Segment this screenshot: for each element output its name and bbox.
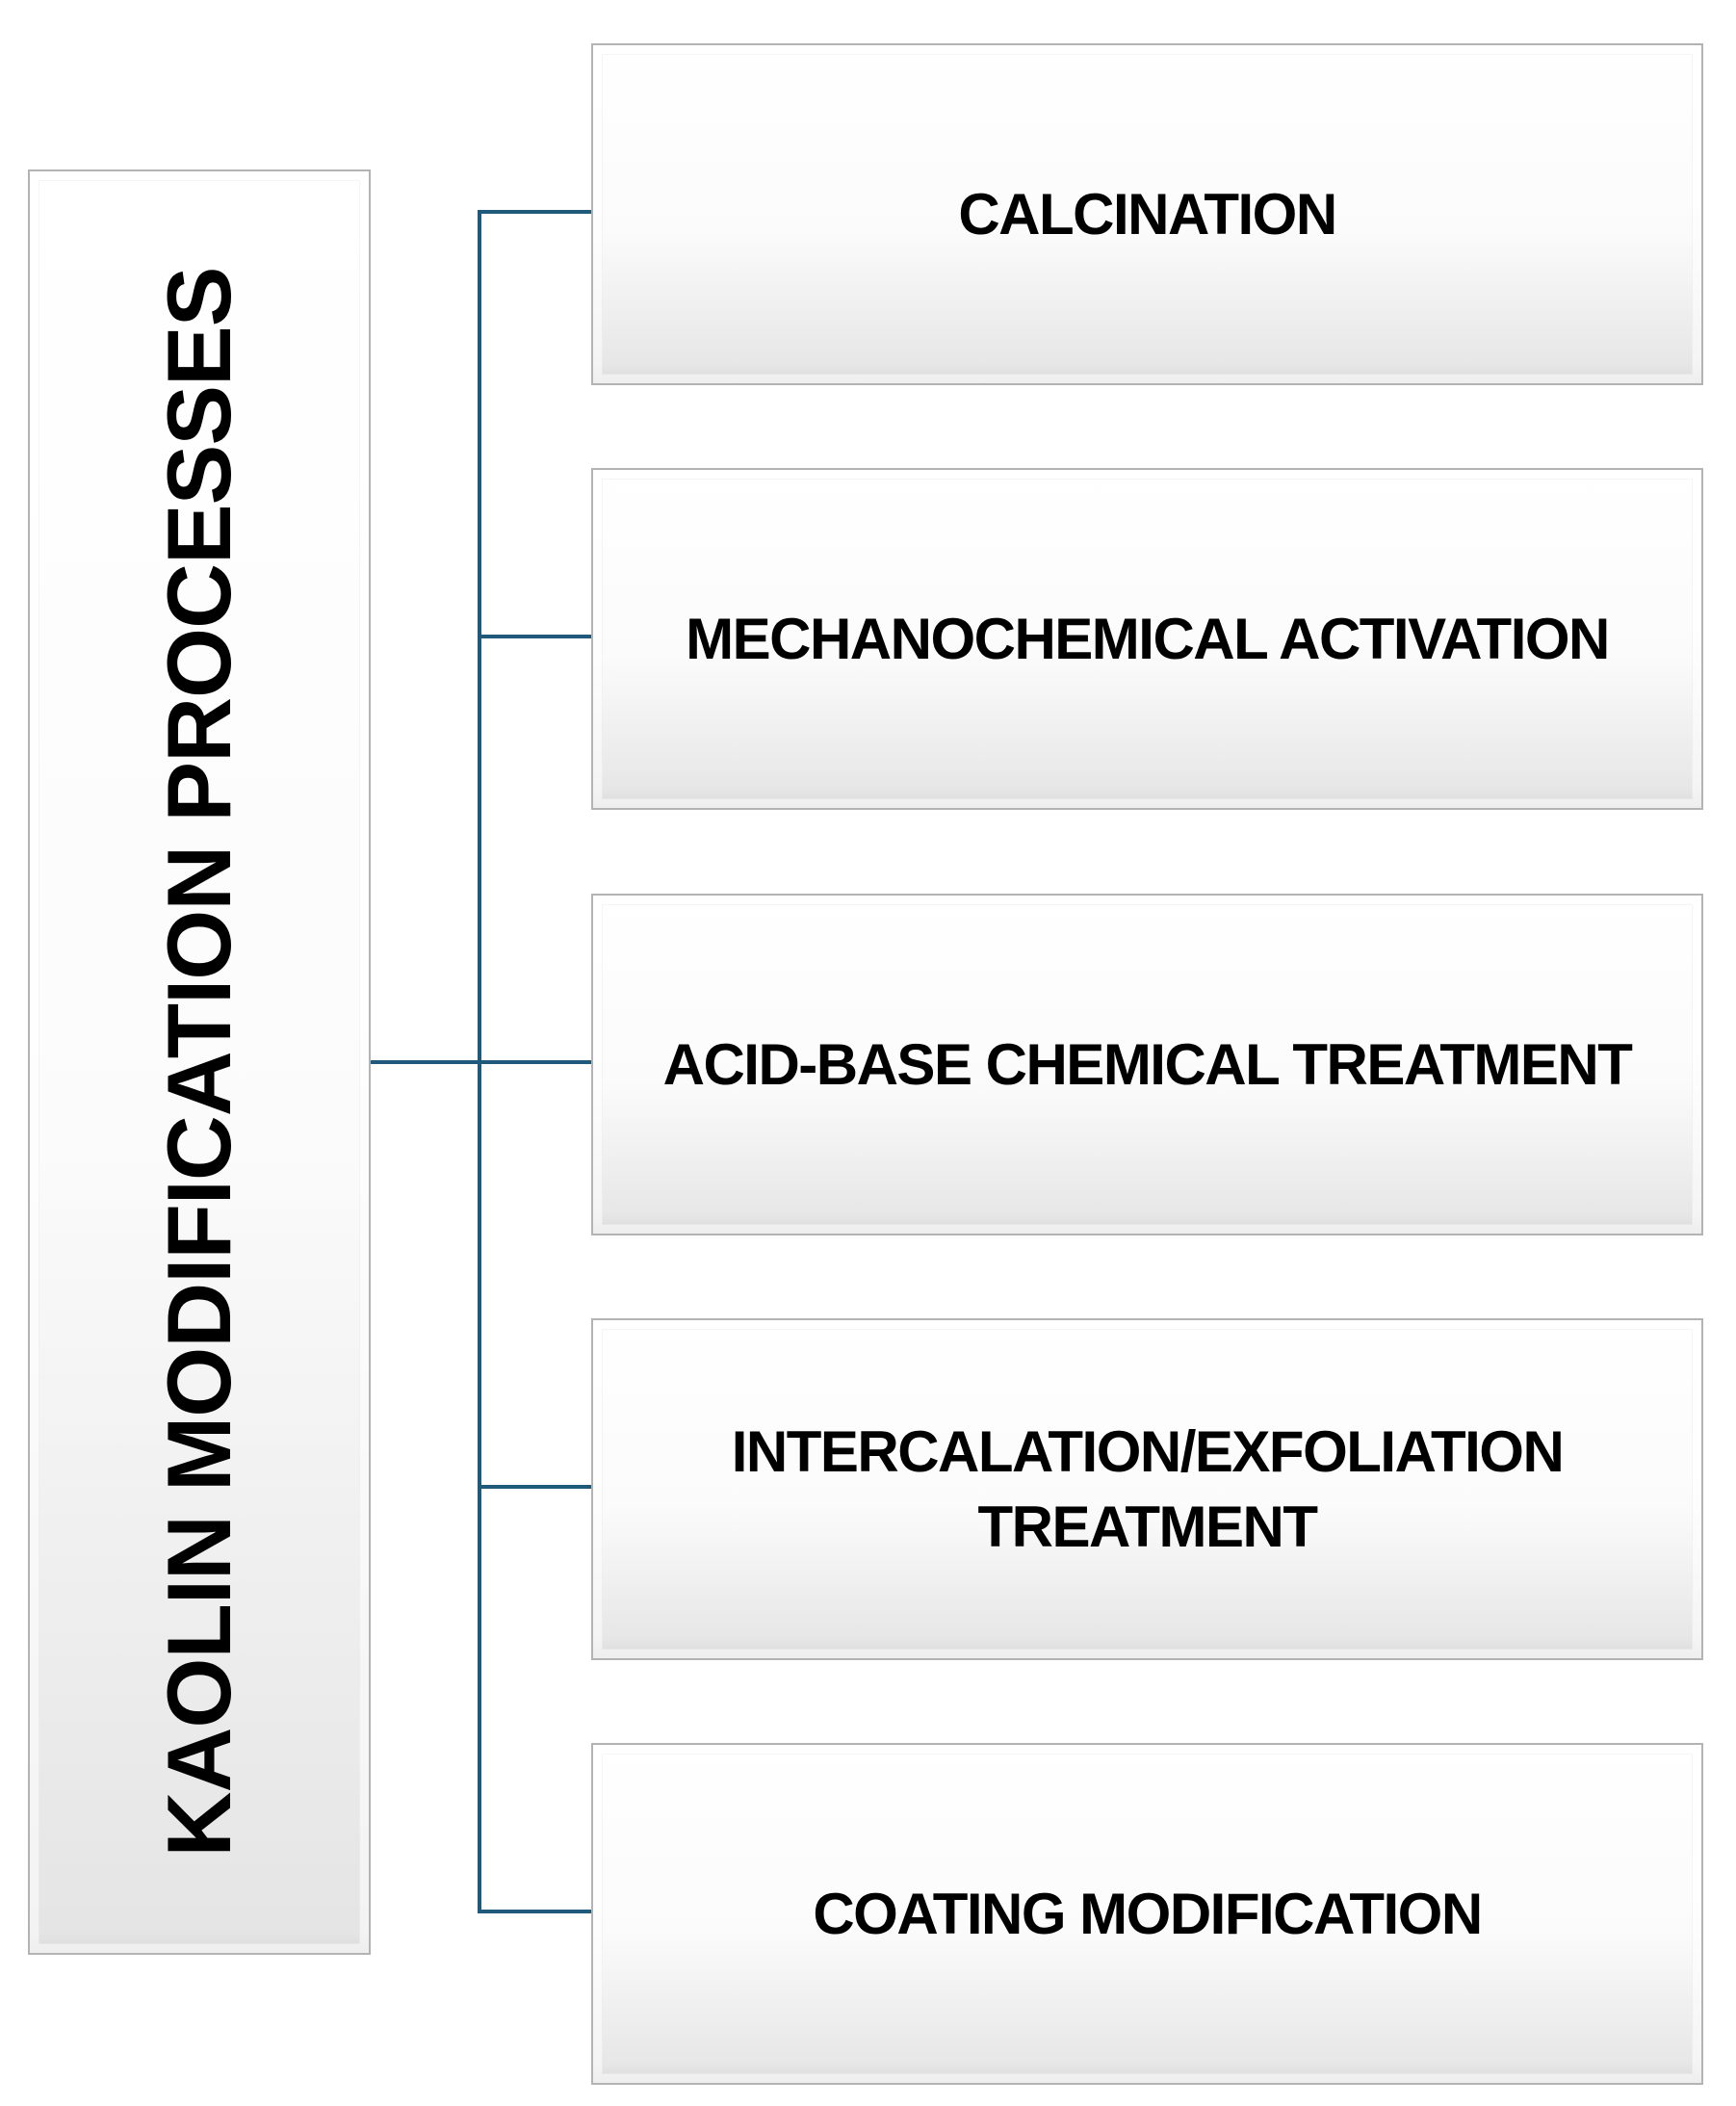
branch-label: CALCINATION bbox=[958, 177, 1337, 252]
branch-node-calcination: CALCINATION bbox=[591, 43, 1703, 385]
branch-label: MECHANOCHEMICAL ACTIVATION bbox=[686, 602, 1610, 677]
root-node: KAOLIN MODIFICATION PROCESSES bbox=[28, 169, 371, 1955]
branch-node-intercalation: INTERCALATION/EXFOLIATION TREATMENT bbox=[591, 1318, 1703, 1660]
branch-label: ACID-BASE CHEMICAL TREATMENT bbox=[662, 1027, 1633, 1103]
branch-node-coating: COATING MODIFICATION bbox=[591, 1743, 1703, 2085]
branch-node-mechanochemical: MECHANOCHEMICAL ACTIVATION bbox=[591, 468, 1703, 810]
branch-label-line: TREATMENT bbox=[977, 1494, 1318, 1559]
branch-label-line: MECHANOCHEMICAL ACTIVATION bbox=[686, 606, 1610, 671]
branch-node-acid-base: ACID-BASE CHEMICAL TREATMENT bbox=[591, 894, 1703, 1235]
branch-label: INTERCALATION/EXFOLIATION TREATMENT bbox=[731, 1415, 1565, 1565]
branch-label-line: CALCINATION bbox=[958, 181, 1337, 247]
branch-label: COATING MODIFICATION bbox=[813, 1877, 1483, 1952]
branch-label-line: INTERCALATION/EXFOLIATION bbox=[731, 1418, 1565, 1484]
branch-label-line: ACID-BASE CHEMICAL TREATMENT bbox=[662, 1031, 1633, 1097]
branch-label-line: COATING MODIFICATION bbox=[813, 1881, 1483, 1946]
